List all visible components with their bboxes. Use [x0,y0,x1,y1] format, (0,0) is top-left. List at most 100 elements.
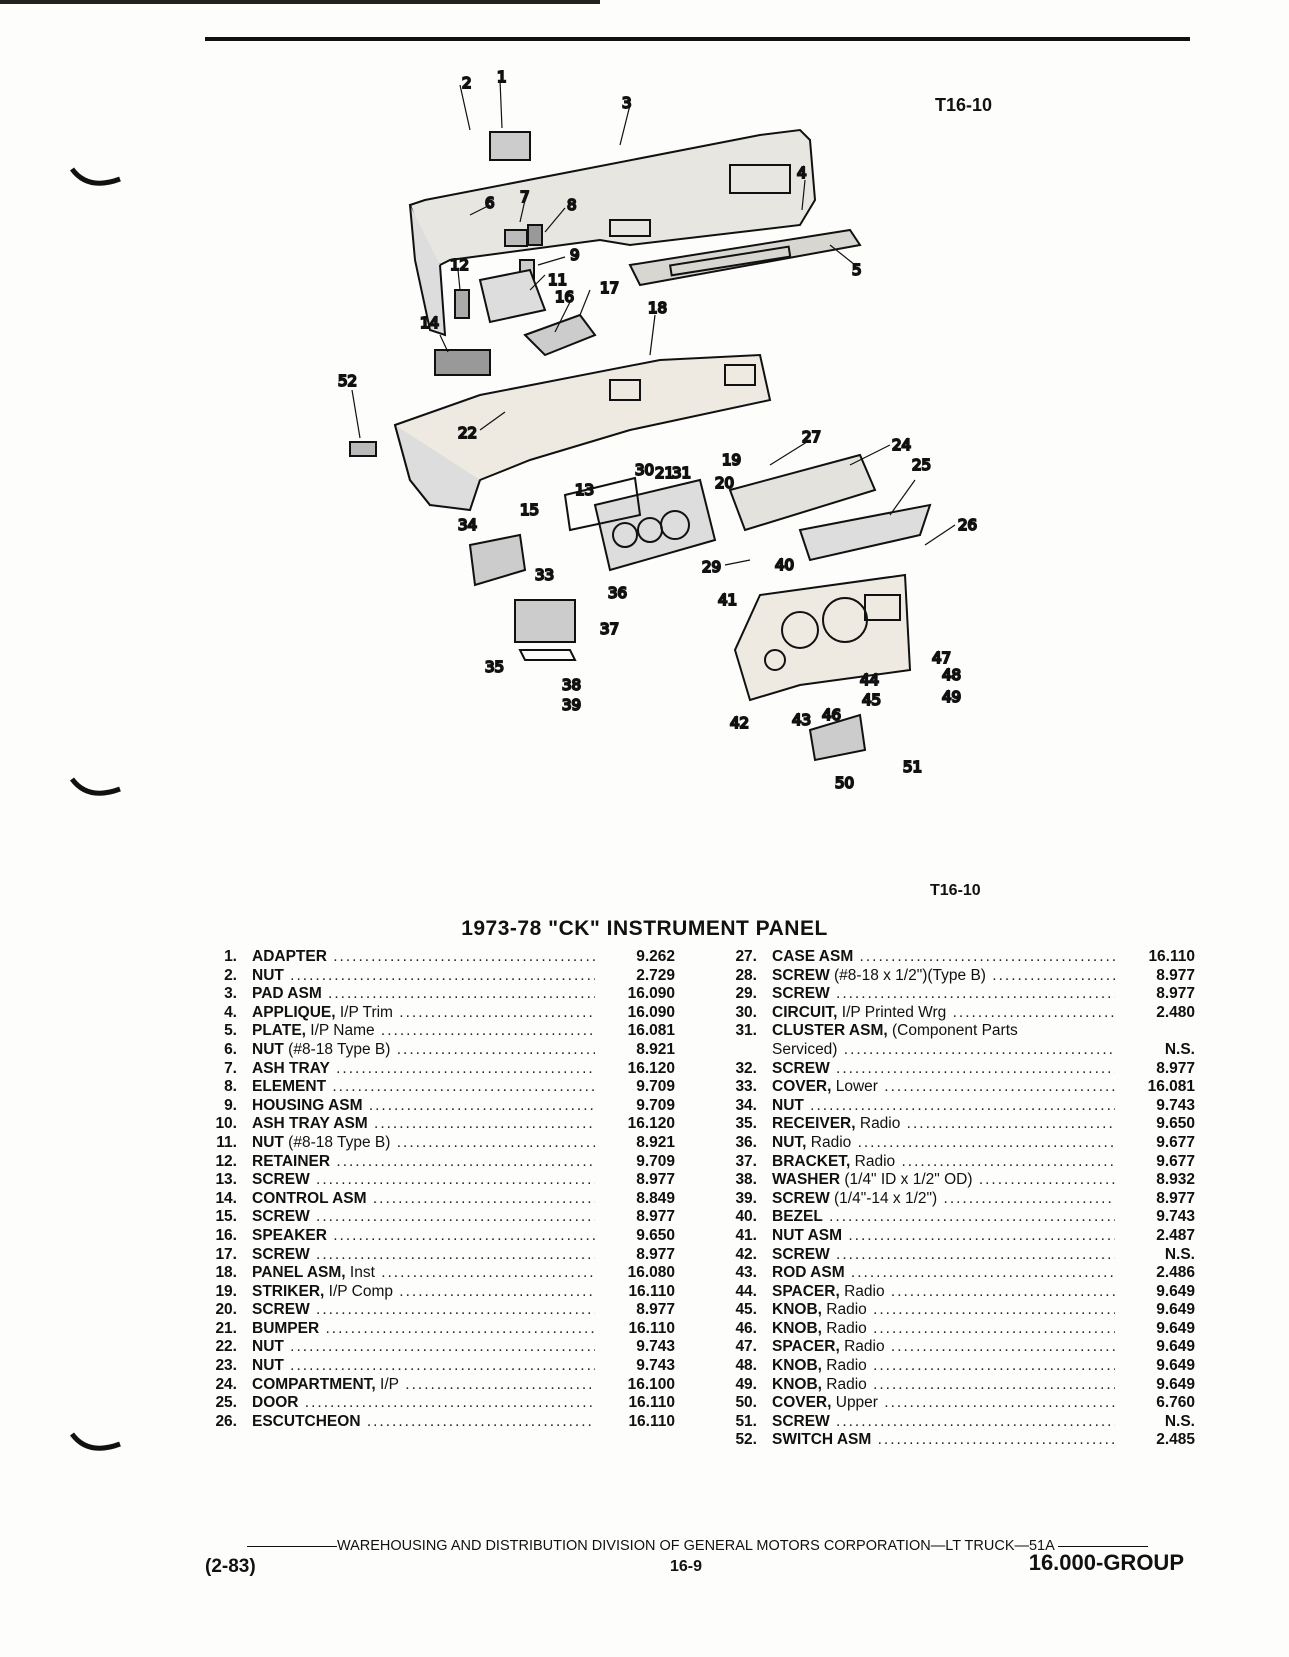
parts-list-row: 30.CIRCUIT, I/P Printed Wrg ............… [725,1004,1195,1023]
leader-dots: ........................................… [332,1078,595,1096]
parts-list-row: 37.BRACKET, Radio ......................… [725,1153,1195,1172]
parts-list-row: 34.NUT .................................… [725,1097,1195,1116]
part-name: COMPARTMENT, [252,1375,376,1393]
part-description: ASH TRAY ...............................… [252,1060,595,1079]
part-name: SCREW [252,1208,310,1226]
part-description: CIRCUIT, I/P Printed Wrg ...............… [772,1004,1115,1023]
leader-dots: ........................................… [890,1338,1115,1356]
parts-list-row: 7.ASH TRAY .............................… [205,1060,675,1079]
part-detail: Radio [821,1357,867,1375]
part-detail: (Component Parts [887,1022,1018,1040]
group-code: 2.487 [1156,1226,1195,1244]
part-number: 34. [735,1096,757,1114]
group-code: 6.760 [1156,1394,1195,1412]
part-name: RECEIVER, [772,1115,856,1133]
parts-list-row: 20. SCREW ...............................… [205,1301,675,1320]
leader-dots: ........................................… [325,1319,595,1337]
parts-list-row: 50. COVER, Upper ........................… [725,1394,1195,1413]
part-detail: Serviced) [772,1040,838,1058]
svg-text:8: 8 [567,196,577,214]
part-description: SCREW ..................................… [252,1171,595,1190]
svg-text:45: 45 [862,691,881,709]
part-number: 20. [215,1301,237,1319]
part-name: KNOB, [772,1319,822,1337]
part-description: SCREW (#8-18 x 1/2")(Type B) ...........… [772,967,1115,986]
lower-cover-shape [468,533,527,587]
group-code: 8.921 [636,1133,675,1151]
group-code: 9.649 [1156,1301,1195,1319]
part-number: 46. [735,1319,757,1337]
radio-receiver-shape [514,599,576,643]
group-code: 16.110 [628,1394,675,1412]
applique-shape [628,228,862,287]
group-code: 8.977 [1156,966,1195,984]
svg-text:1: 1 [497,68,507,86]
part-name: SCREW [252,1301,310,1319]
part-number: 50. [735,1394,757,1412]
part-name: DOOR [252,1394,299,1412]
part-name: NUT [252,1040,284,1058]
parts-list-row: 49.KNOB, Radio .........................… [725,1376,1195,1395]
page-number: 16-9 [670,1558,703,1575]
group-code: 9.743 [636,1357,675,1375]
svg-text:20: 20 [715,474,734,492]
group-number: 16.000-GROUP [1028,1550,1184,1575]
group-code: 9.677 [1156,1133,1195,1151]
group-code: 8.977 [1156,1189,1195,1207]
leader-dots: ........................................… [850,1264,1115,1282]
svg-text:38: 38 [562,676,581,694]
group-code: 9.650 [1156,1115,1195,1133]
part-description: SCREW ..................................… [252,1301,595,1320]
part-name: KNOB, [772,1357,822,1375]
group-code: 16.120 [627,1059,675,1077]
svg-text:21: 21 [655,464,674,482]
group-code: 9.677 [1156,1152,1195,1170]
svg-text:36: 36 [608,584,627,602]
parts-list-row: 8.ELEMENT ..............................… [205,1078,675,1097]
part-number: 2. [224,966,237,984]
part-description: SWITCH ASM .............................… [772,1431,1115,1450]
group-code: N.S. [1164,1040,1195,1058]
part-detail: Lower [831,1078,878,1096]
group-code: 8.977 [636,1245,675,1263]
group-code: 2.729 [636,966,675,984]
part-name: ESCUTCHEON [252,1412,361,1430]
part-name: SPACER, [772,1282,840,1300]
group-code: 8.977 [636,1301,675,1319]
leader-dots: ........................................… [336,1059,595,1077]
leader-dots: ........................................… [396,1133,595,1151]
leader-dots: ........................................… [368,1096,595,1114]
svg-text:52: 52 [338,372,357,390]
leader-dots: ........................................… [374,1115,595,1133]
part-name: PAD ASM [252,985,322,1003]
part-description: SPEAKER ................................… [252,1227,595,1246]
svg-text:16: 16 [555,288,574,306]
part-name: NUT [252,1133,284,1151]
pad-vent [729,164,791,194]
group-code: 2.480 [1156,1003,1195,1021]
group-code: 9.709 [636,1078,675,1096]
part-number: 10. [215,1115,237,1133]
part-description: HOUSING ASM ............................… [252,1097,595,1116]
part-description: PLATE, I/P Name ........................… [252,1022,595,1041]
part-description: SCREW ..................................… [772,985,1115,1004]
scan-edge-rule [0,0,600,4]
part-name: NUT [252,966,284,984]
parts-list-row: 42.SCREW ...............................… [725,1246,1195,1265]
part-detail: Upper [831,1394,878,1412]
binder-hole-mark [70,1432,121,1451]
part-number: 13. [215,1171,237,1189]
part-number: 42. [735,1245,757,1263]
group-code: 9.649 [1156,1338,1195,1356]
part-description: COVER, Upper ...........................… [772,1394,1115,1413]
part-detail: (1/4"-14 x 1/2") [829,1189,938,1207]
parts-list-row: 29.SCREW ...............................… [725,985,1195,1004]
svg-text:19: 19 [722,451,741,469]
part-detail: Inst [345,1264,375,1282]
part-name: NUT [252,1357,284,1375]
part-name: COVER, [772,1394,832,1412]
leader-dots: ........................................… [877,1431,1115,1449]
part-name: CASE ASM [772,948,854,965]
part-name: CONTROL ASM [252,1189,367,1207]
svg-text:44: 44 [860,671,879,689]
